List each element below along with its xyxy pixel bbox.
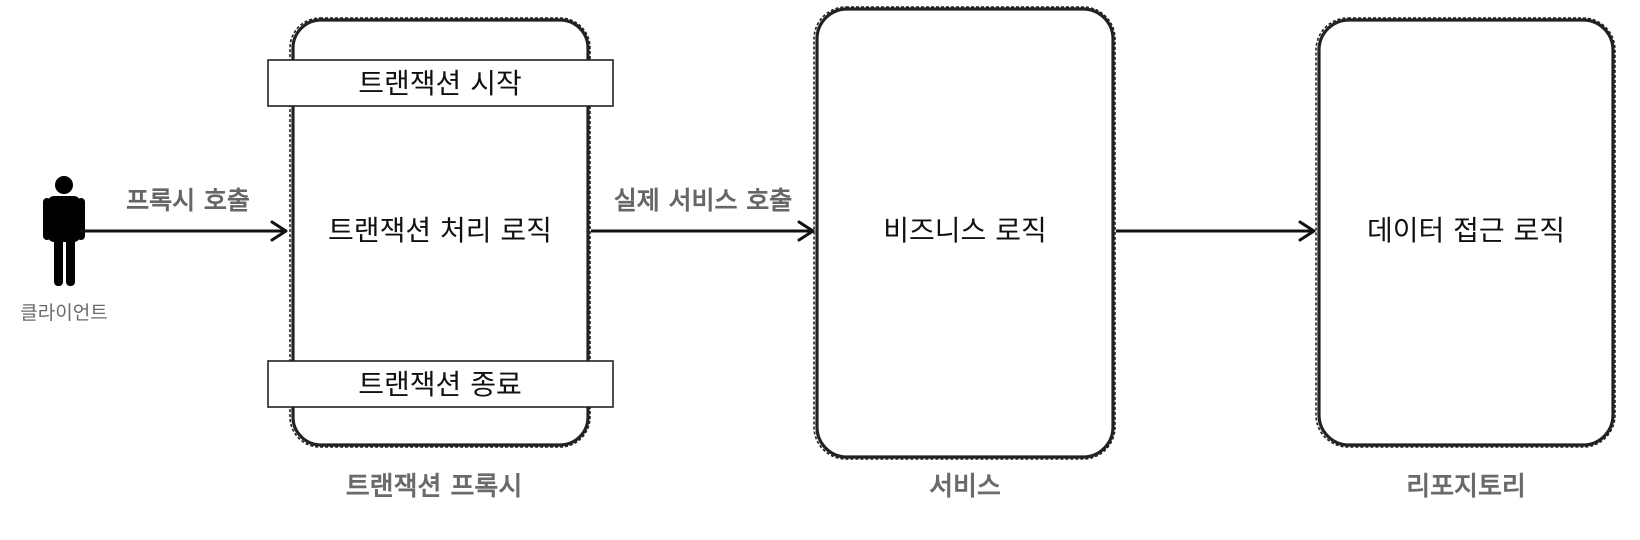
proxy-call-label: 프록시 호출 (126, 186, 250, 215)
repository-box: 데이터 접근 로직 (1315, 17, 1616, 448)
proxy-call-arrow (80, 220, 288, 242)
real-service-call-label: 실제 서비스 호출 (614, 186, 792, 215)
service-to-repository-arrow (1116, 220, 1316, 242)
transaction-proxy-box: 트랜잭션 시작 트랜잭션 처리 로직 트랜잭션 종료 (267, 17, 614, 448)
repository-caption: 리포지토리 (1406, 472, 1526, 502)
person-icon (43, 176, 85, 286)
transaction-end-label: 트랜잭션 종료 (358, 368, 521, 401)
real-service-call-arrow (591, 220, 815, 242)
service-box: 비즈니스 로직 (813, 6, 1116, 460)
transaction-start-bar (267, 59, 614, 107)
transaction-logic-label: 트랜잭션 처리 로직 (328, 214, 552, 247)
client-label: 클라이언트 (20, 302, 107, 324)
transaction-proxy-caption: 트랜잭션 프록시 (346, 472, 523, 502)
service-caption: 서비스 (929, 472, 1001, 502)
data-access-logic-label: 데이터 접근 로직 (1367, 214, 1565, 247)
business-logic-label: 비즈니스 로직 (883, 214, 1046, 247)
transaction-end-bar (267, 360, 614, 408)
client-actor: 클라이언트 (20, 176, 108, 324)
transaction-start-label: 트랜잭션 시작 (358, 67, 521, 100)
